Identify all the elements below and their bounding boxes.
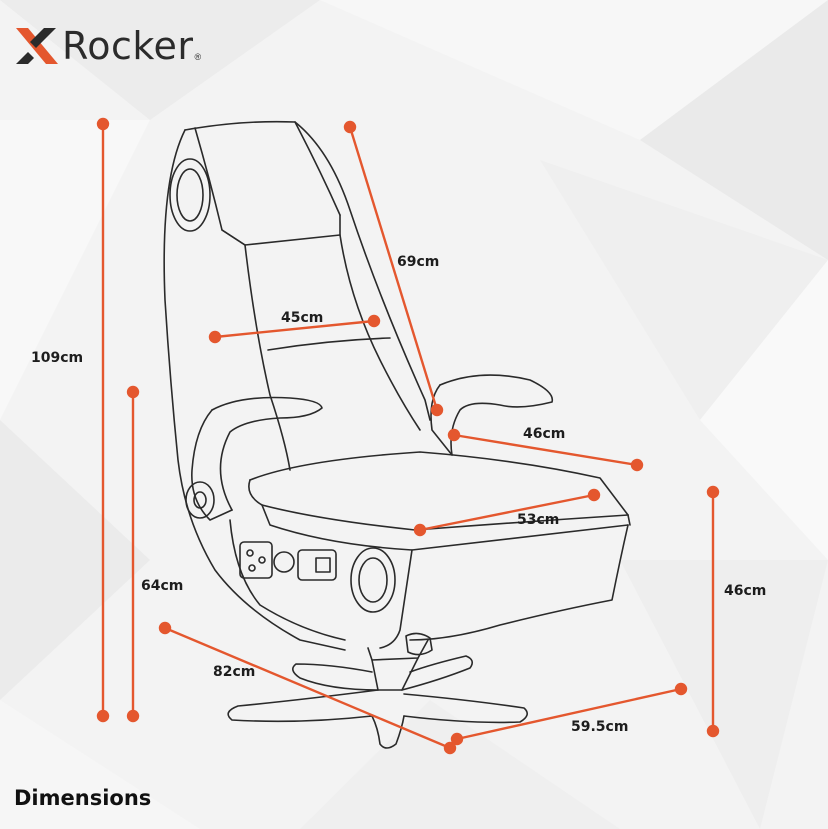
depth-line xyxy=(158,621,457,755)
backrest-width-label: 45cm xyxy=(281,310,324,326)
armrest-width-line xyxy=(447,428,644,472)
backrest-length-label: 69cm xyxy=(397,254,440,270)
armrest-width-label: 46cm xyxy=(523,426,566,442)
seat-width-label: 53cm xyxy=(517,512,560,528)
seat-width-line xyxy=(413,488,601,537)
base-width-line xyxy=(450,682,688,746)
total-height-line xyxy=(96,117,110,723)
dimensions-caption: Dimensions xyxy=(14,786,152,810)
backrest-width-line xyxy=(208,314,381,344)
seat-height-label: 46cm xyxy=(724,583,767,599)
logo-wordmark: Rocker xyxy=(62,24,194,68)
armrest-height-line xyxy=(126,385,140,723)
total-height-label: 109cm xyxy=(31,350,84,366)
backrest-length-line xyxy=(343,120,444,417)
armrest-height-label: 64cm xyxy=(141,578,184,594)
base-width-label: 59.5cm xyxy=(571,719,629,735)
registered-mark: ® xyxy=(194,52,202,62)
seat-height-line xyxy=(706,485,720,738)
x-logo-mark xyxy=(16,28,58,64)
depth-label: 82cm xyxy=(213,664,256,680)
brand-logo: Rocker ® xyxy=(14,22,201,70)
